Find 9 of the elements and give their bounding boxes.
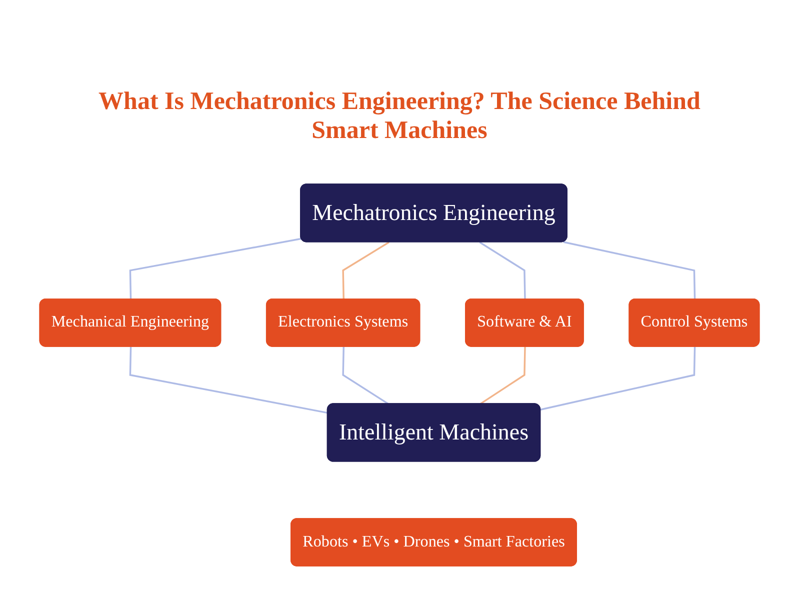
connector (129, 238, 302, 300)
connector (342, 242, 390, 300)
connector (479, 242, 526, 300)
connector (342, 346, 390, 406)
connector (540, 346, 696, 410)
connector (563, 241, 696, 300)
connector (479, 346, 526, 406)
title: What Is Mechatronics Engineering? The Science Behind Smart Machines (98, 88, 702, 146)
connector (129, 346, 328, 414)
